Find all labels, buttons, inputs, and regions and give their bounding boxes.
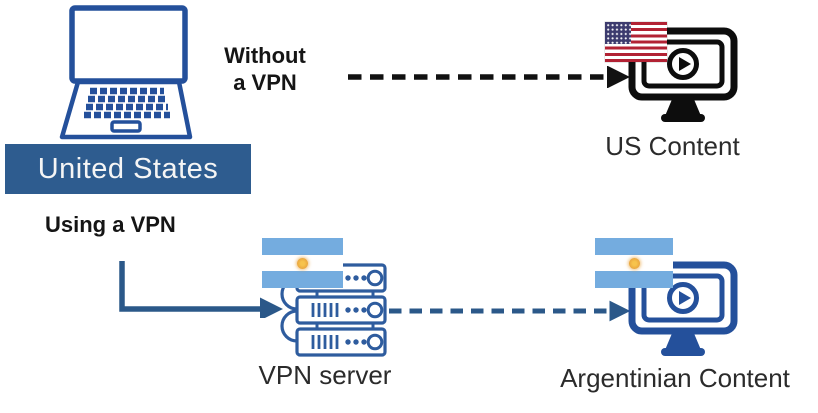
us-flag-icon [605, 22, 667, 62]
argentina-flag-icon [595, 238, 673, 289]
argentina-flag-stripe [262, 238, 343, 255]
us-monitor-play-icon [628, 27, 738, 122]
argentina-sun-icon [297, 257, 308, 269]
vpn-server-label: VPN server [258, 360, 392, 390]
argentina-flag-icon [262, 238, 343, 289]
laptop-icon [59, 5, 193, 140]
without-vpn-line2: a VPN [233, 70, 297, 95]
without-vpn-label: Without a VPN [200, 42, 330, 96]
us-flag-canton [605, 22, 631, 44]
united-states-label: United States [37, 152, 219, 185]
vpn-dashed-arrow [389, 300, 631, 322]
argentinian-content-label: Argentinian Content [560, 363, 790, 393]
argentina-sun-icon [628, 257, 640, 269]
without-vpn-dashed-arrow [348, 66, 630, 88]
us-content-label: US Content [605, 131, 740, 161]
using-vpn-elbow-arrow [119, 261, 283, 318]
argentina-flag-stripe [595, 271, 673, 289]
using-vpn-label: Using a VPN [45, 212, 176, 237]
united-states-banner: United States [5, 144, 251, 194]
argentina-flag-stripe [262, 254, 343, 272]
without-vpn-line1: Without [224, 43, 306, 68]
argentina-flag-stripe [595, 238, 673, 255]
argentina-flag-stripe [595, 254, 673, 272]
argentina-flag-stripe [262, 271, 343, 289]
